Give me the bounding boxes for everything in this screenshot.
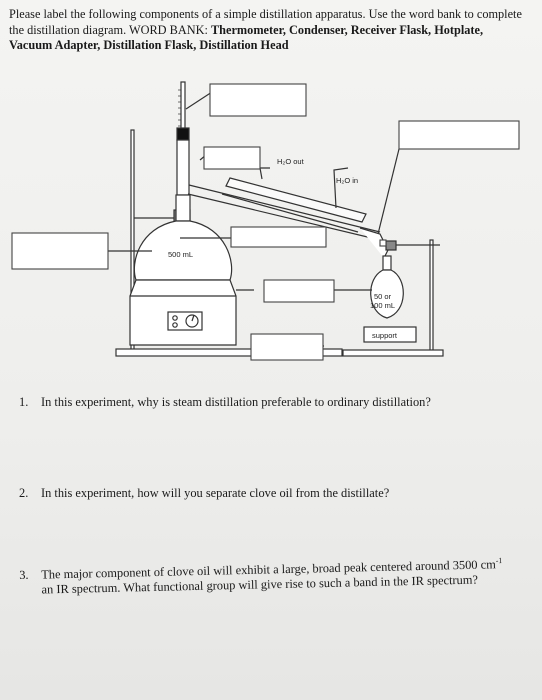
hotplate-controls [167, 311, 203, 331]
left-stand-base [115, 348, 343, 357]
hotplate-switch-icon [172, 315, 178, 321]
label-box-distillation-flask[interactable] [11, 232, 109, 270]
question-3-number: 3. [19, 567, 29, 583]
question-2: 2. In this experiment, how will you separ… [19, 486, 389, 501]
question-2-text: In this experiment, how will you separat… [41, 486, 390, 500]
water-out-tube [259, 167, 270, 180]
label-box-vacuum-adapter[interactable] [263, 279, 335, 303]
question-1-text: In this experiment, why is steam distill… [41, 395, 431, 409]
question-2-number: 2. [19, 486, 29, 500]
water-in-tube [333, 167, 349, 209]
h2o-in-label: H₂O in [336, 176, 358, 185]
distillation-diagram: H₂O out H₂O in 500 mL 50 or 100 mL suppo… [11, 81, 520, 361]
side-arm [188, 184, 381, 233]
label-box-distillation-head[interactable] [203, 146, 261, 170]
receiver-flask [370, 269, 404, 319]
h2o-out-label: H₂O out [277, 157, 305, 166]
support-block [363, 326, 417, 343]
question-3-superscript: -1 [495, 556, 503, 566]
thermometer-ticks [178, 89, 181, 127]
label-box-condenser[interactable] [398, 120, 520, 150]
receiver-volume-label-2: 100 mL [370, 301, 395, 310]
label-box-placeholder [379, 239, 387, 247]
right-stand-base [342, 349, 444, 357]
right-ring-stand-rod [429, 239, 434, 353]
flask-volume-label: 500 mL [168, 250, 193, 259]
question-1-number: 1. [19, 395, 29, 409]
label-box-thermometer[interactable] [209, 83, 307, 117]
hotplate-dial-icon [185, 314, 199, 328]
label-box-side-arm[interactable] [230, 226, 327, 248]
instructions-line-1: Please label the following components of… [9, 7, 522, 21]
thermometer-adapter [176, 127, 190, 141]
label-box-hotplate[interactable] [250, 333, 324, 361]
receiver-volume-label-1: 50 or [374, 292, 392, 301]
question-3: 3.The major component of clove oil will … [19, 553, 503, 598]
support-label: support [372, 331, 398, 340]
word-bank-part-2: Vacuum Adapter, Distillation Flask, Dist… [9, 38, 289, 52]
word-bank-part-1: Thermometer, Condenser, Receiver Flask, … [210, 22, 484, 37]
distillation-head [176, 139, 190, 196]
question-1: 1. In this experiment, why is steam disti… [19, 395, 431, 410]
instructions: Please label the following components of… [9, 7, 534, 54]
condenser [225, 177, 367, 223]
instructions-line-2: the distillation diagram. WORD BANK: [9, 22, 211, 37]
